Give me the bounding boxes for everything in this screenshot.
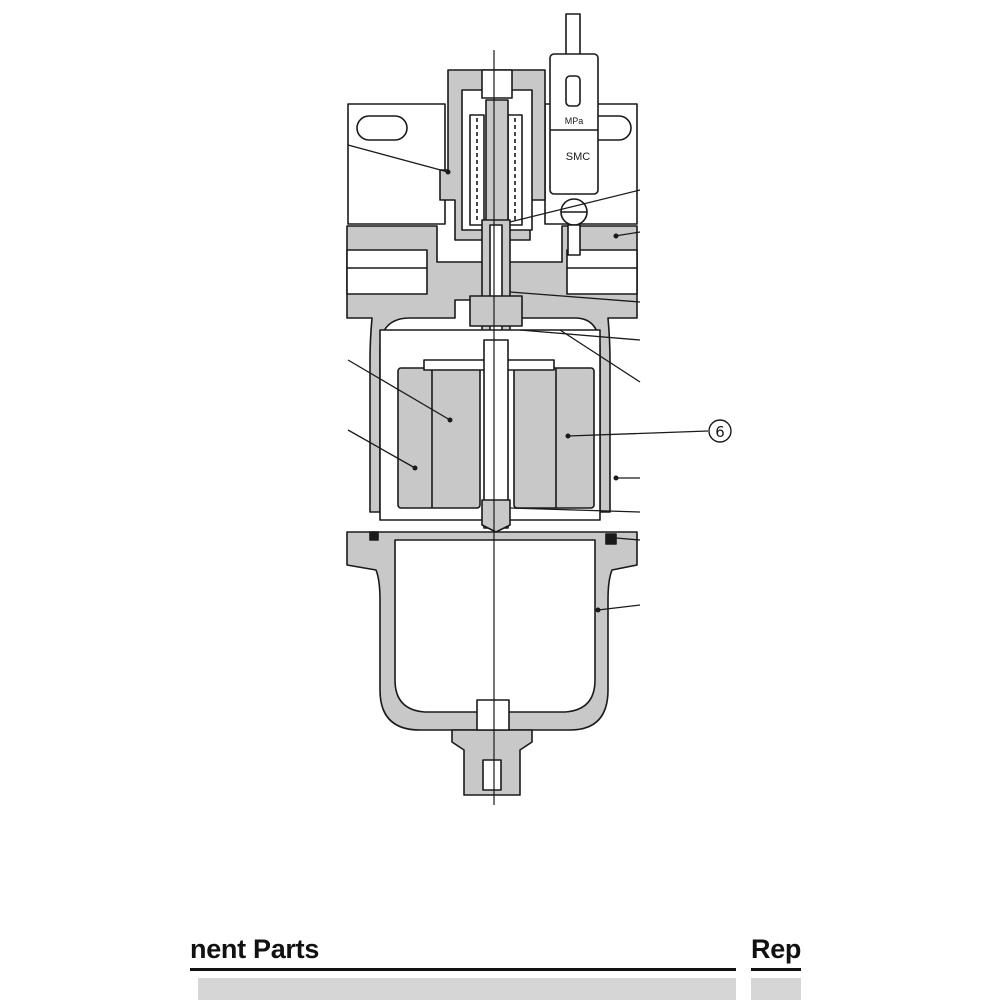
outlet-port xyxy=(566,249,638,295)
callout-6: 6 xyxy=(708,419,732,443)
gauge-unit-text: MPa xyxy=(565,116,584,126)
bowl-cavity xyxy=(394,539,596,713)
gauge-stem xyxy=(565,13,581,57)
mount-slot-left xyxy=(356,115,408,141)
center-rod xyxy=(483,339,509,529)
inlet-port xyxy=(346,249,428,295)
filter-element-right xyxy=(513,367,595,509)
table-header-band-right xyxy=(751,978,801,1000)
callout-6-label: 6 xyxy=(715,423,725,441)
filter-element-left xyxy=(397,367,481,509)
section-heading-right: Rep xyxy=(751,934,801,964)
gauge-brand-text: SMC xyxy=(566,151,591,163)
main-body xyxy=(346,225,638,513)
pressure-gauge xyxy=(549,53,599,195)
section-heading-left: nent Parts xyxy=(190,934,320,964)
heading-rule-left xyxy=(190,968,736,971)
table-header-band-left xyxy=(198,978,736,1000)
heading-rule-right xyxy=(751,968,801,971)
